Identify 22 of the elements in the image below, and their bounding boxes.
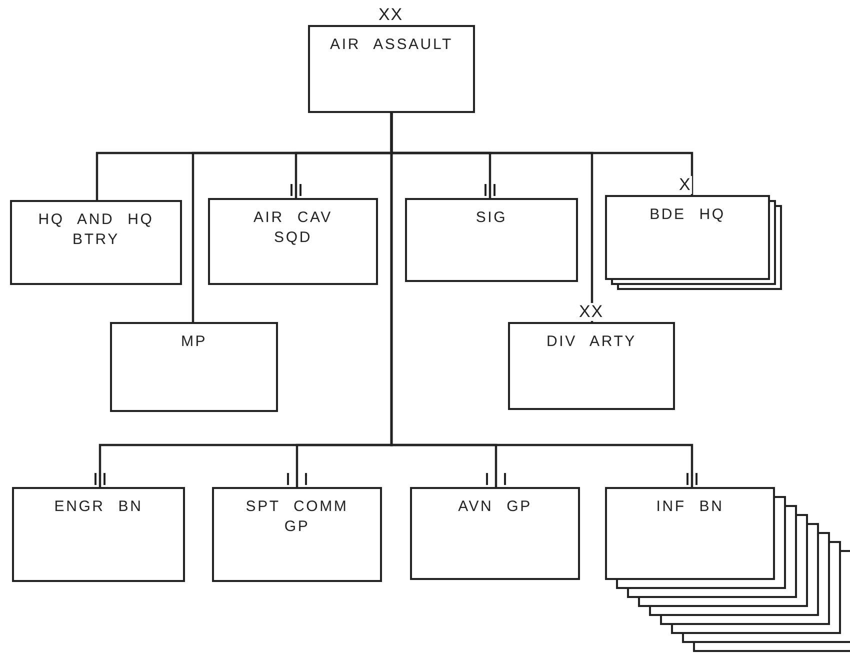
unit-box bbox=[208, 198, 378, 285]
unit-box bbox=[410, 487, 580, 580]
unit-label: AIR ASSAULT bbox=[330, 35, 453, 55]
unit-label: ENGR BN bbox=[54, 497, 143, 517]
echelon-label: X bbox=[678, 176, 692, 194]
unit-label: BDE HQ bbox=[650, 205, 726, 225]
unit-box bbox=[212, 487, 382, 582]
unit-box bbox=[605, 487, 775, 580]
unit-box bbox=[10, 200, 182, 285]
unit-label: MP bbox=[180, 332, 208, 352]
connector-line bbox=[390, 113, 694, 487]
unit-label: INF BN bbox=[656, 497, 724, 517]
unit-label: AVN GP bbox=[458, 497, 532, 517]
unit-label: SPT COMM GP bbox=[244, 497, 350, 537]
unit-label: DIV ARTY bbox=[546, 332, 636, 352]
unit-label: AIR CAV SQD bbox=[252, 208, 334, 248]
unit-label: HQ AND HQ BTRY bbox=[37, 210, 155, 250]
unit-box bbox=[12, 487, 185, 582]
unit-box bbox=[405, 198, 578, 282]
echelon-label: XX bbox=[578, 303, 604, 321]
unit-label: SIG bbox=[476, 208, 508, 228]
unit-box bbox=[110, 322, 278, 412]
